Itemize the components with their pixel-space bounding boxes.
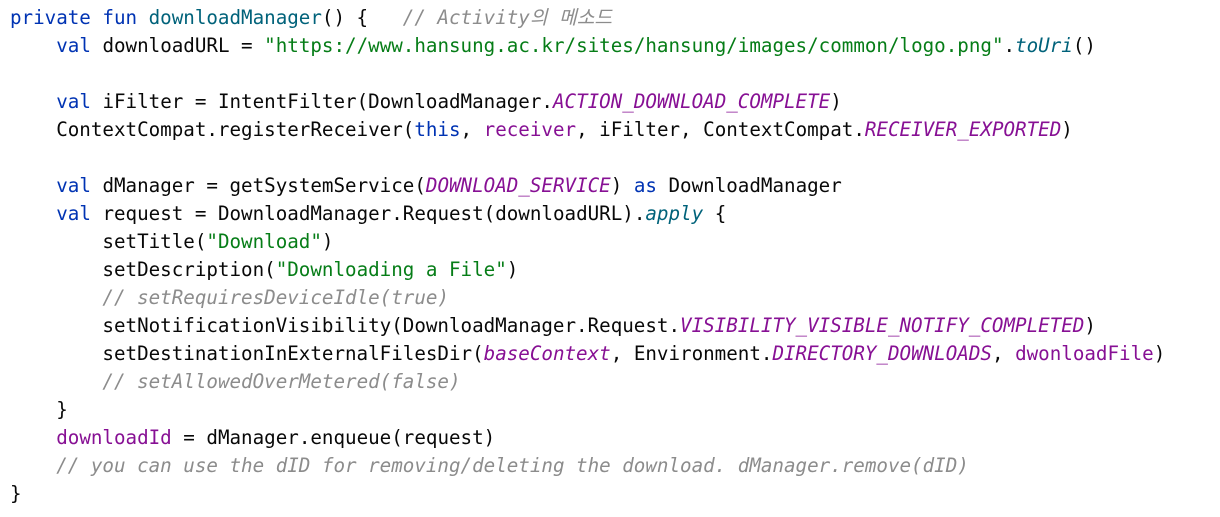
code-token-kw: this bbox=[414, 118, 461, 141]
code-token-txt bbox=[10, 34, 56, 57]
code-token-txt: ) bbox=[1061, 118, 1073, 141]
code-token-cmt: // Activity의 메소드 bbox=[402, 6, 613, 29]
code-token-txt: } bbox=[10, 398, 68, 421]
code-token-txt: setDescription( bbox=[10, 258, 276, 281]
code-token-prop: receiver bbox=[483, 118, 577, 141]
code-token-txt: } bbox=[10, 482, 22, 505]
code-token-txt: . bbox=[1003, 34, 1016, 57]
code-token-const: RECEIVER_EXPORTED bbox=[864, 118, 1062, 141]
code-token-txt: DownloadManager bbox=[668, 174, 842, 197]
code-token-kw: val bbox=[56, 174, 103, 197]
code-line: // setRequiresDeviceIdle(true) bbox=[10, 284, 1220, 312]
code-token-txt: ) bbox=[321, 230, 334, 253]
code-token-ext: apply bbox=[645, 202, 704, 225]
code-line: setDestinationInExternalFilesDir(baseCon… bbox=[10, 340, 1220, 368]
code-line: setTitle("Download") bbox=[10, 228, 1220, 256]
code-token-ext: toUri bbox=[1015, 34, 1073, 57]
code-token-const: DIRECTORY_DOWNLOADS bbox=[772, 342, 992, 365]
code-token-kw: private fun bbox=[10, 6, 149, 29]
code-line: ContextCompat.registerReceiver(this, rec… bbox=[10, 116, 1220, 144]
code-token-txt: dManager = getSystemService( bbox=[102, 174, 426, 197]
code-token-cmt: // setRequiresDeviceIdle(true) bbox=[102, 286, 449, 309]
code-token-str: "Downloading a File" bbox=[275, 258, 507, 281]
code-token-const: baseContext bbox=[483, 342, 611, 365]
code-token-txt bbox=[10, 90, 56, 113]
code-line: val dManager = getSystemService(DOWNLOAD… bbox=[10, 172, 1220, 200]
code-token-prop: dwonloadFile bbox=[1015, 342, 1154, 365]
code-token-txt: ) bbox=[506, 258, 519, 281]
code-line: } bbox=[10, 396, 1220, 424]
code-line bbox=[10, 144, 1220, 172]
code-token-txt: setTitle( bbox=[10, 230, 207, 253]
code-token-kw: as bbox=[633, 174, 669, 197]
code-line: val downloadURL = "https://www.hansung.a… bbox=[10, 32, 1220, 60]
code-token-const: VISIBILITY_VISIBLE_NOTIFY_COMPLETED bbox=[680, 314, 1085, 337]
code-token-txt bbox=[10, 454, 56, 477]
code-token-txt: , Environment. bbox=[610, 342, 773, 365]
code-token-txt: ContextCompat.registerReceiver( bbox=[10, 118, 415, 141]
code-token-txt: downloadURL = bbox=[102, 34, 265, 57]
code-line: setNotificationVisibility(DownloadManage… bbox=[10, 312, 1220, 340]
code-token-prop: downloadId bbox=[56, 426, 172, 449]
code-token-txt: , bbox=[991, 342, 1016, 365]
code-line bbox=[10, 60, 1220, 88]
code-line: // you can use the dID for removing/dele… bbox=[10, 452, 1220, 480]
code-token-txt: , bbox=[460, 118, 484, 141]
code-token-txt: ) bbox=[1153, 342, 1166, 365]
code-token-txt: = dManager.enqueue(request) bbox=[171, 426, 496, 449]
code-token-kw: val bbox=[56, 202, 103, 225]
code-token-str: "https://www.hansung.ac.kr/sites/hansung… bbox=[264, 34, 1004, 57]
code-token-str: "Download" bbox=[206, 230, 322, 253]
code-token-txt bbox=[10, 286, 102, 309]
code-token-txt: , iFilter, ContextCompat. bbox=[576, 118, 865, 141]
code-token-txt bbox=[10, 174, 56, 197]
code-line: // setAllowedOverMetered(false) bbox=[10, 368, 1220, 396]
code-line: private fun downloadManager() { // Activ… bbox=[10, 4, 1220, 32]
code-token-txt: () { bbox=[321, 6, 403, 29]
code-token-txt: setNotificationVisibility(DownloadManage… bbox=[10, 314, 681, 337]
code-token-txt: () bbox=[1072, 34, 1096, 57]
code-token-txt: iFilter = IntentFilter(DownloadManager. bbox=[102, 90, 553, 113]
code-token-kw: val bbox=[56, 90, 103, 113]
code-token-txt: ) bbox=[610, 174, 634, 197]
code-line: setDescription("Downloading a File") bbox=[10, 256, 1220, 284]
code-token-txt: ) bbox=[1084, 314, 1096, 337]
code-token-const: DOWNLOAD_SERVICE bbox=[425, 174, 611, 197]
code-token-txt: { bbox=[703, 202, 727, 225]
code-token-txt: setDestinationInExternalFilesDir( bbox=[10, 342, 484, 365]
code-line: } bbox=[10, 480, 1220, 508]
code-token-txt: request = DownloadManager.Request(downlo… bbox=[102, 202, 646, 225]
code-token-txt bbox=[10, 370, 102, 393]
code-token-txt bbox=[10, 202, 56, 225]
code-token-txt bbox=[10, 426, 56, 449]
code-token-kw: val bbox=[56, 34, 103, 57]
code-token-txt: ) bbox=[830, 90, 842, 113]
code-token-cmt: // you can use the dID for removing/dele… bbox=[56, 454, 969, 477]
code-line: downloadId = dManager.enqueue(request) bbox=[10, 424, 1220, 452]
code-token-fn: downloadManager bbox=[148, 6, 322, 29]
code-token-const: ACTION_DOWNLOAD_COMPLETE bbox=[552, 90, 831, 113]
code-token-cmt: // setAllowedOverMetered(false) bbox=[102, 370, 461, 393]
code-line: val request = DownloadManager.Request(do… bbox=[10, 200, 1220, 228]
code-line: val iFilter = IntentFilter(DownloadManag… bbox=[10, 88, 1220, 116]
